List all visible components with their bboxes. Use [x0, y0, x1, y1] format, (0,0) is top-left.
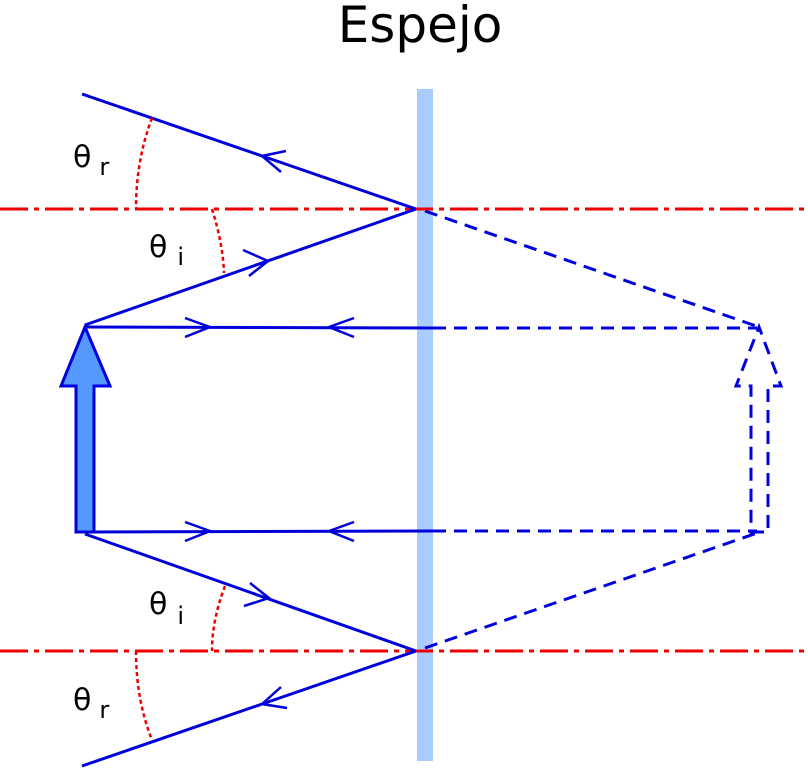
virtual-ray-top-oblique	[424, 209, 760, 329]
angle-arc-reflected-top	[134, 117, 154, 210]
virtual-image-arrow	[733, 322, 784, 534]
reflected-ray-top-arrowhead	[259, 149, 287, 173]
horizontal-ray-top	[84, 325, 434, 330]
angle-arc-reflected-bottom	[134, 650, 154, 741]
reflected-ray-top	[81, 92, 417, 211]
incident-ray-top-arrowhead	[242, 248, 271, 277]
object-arrow	[58, 323, 113, 534]
diagram-title: Espejo	[338, 0, 503, 54]
horizontal-ray-bottom-arrowhead-back	[325, 520, 355, 543]
horizontal-ray-top-arrowhead-out	[184, 316, 214, 339]
reflected-ray-bottom	[81, 649, 417, 768]
mirror	[417, 89, 433, 761]
angle-arc-incident-bottom	[210, 585, 227, 652]
virtual-ray-bottom-oblique	[424, 531, 758, 650]
horizontal-ray-top-arrowhead-back	[325, 316, 355, 339]
horizontal-ray-bottom	[84, 529, 434, 534]
horizontal-ray-bottom-arrowhead-out	[184, 520, 214, 543]
incident-ray-bottom	[84, 532, 417, 653]
incident-ray-top	[84, 207, 417, 327]
reflected-ray-bottom-arrowhead	[259, 686, 288, 710]
incident-ray-bottom-arrowhead	[243, 582, 272, 608]
angle-arc-incident-top	[210, 208, 226, 274]
